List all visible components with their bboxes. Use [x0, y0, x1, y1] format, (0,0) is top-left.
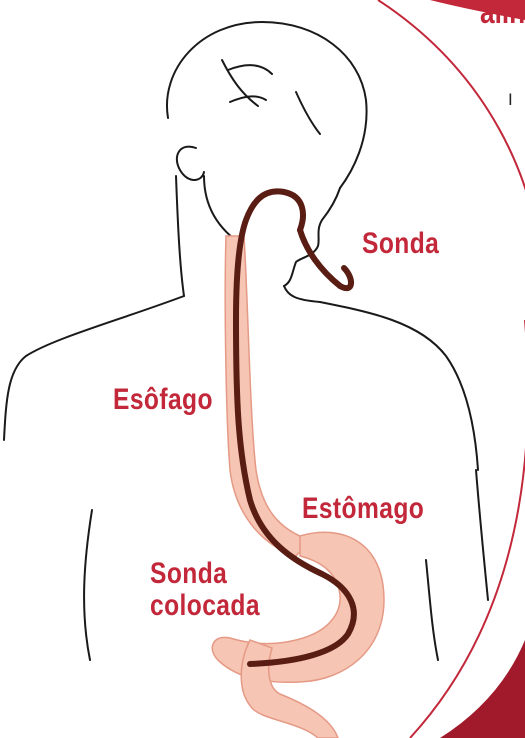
tube-outer-end [300, 230, 351, 288]
decorative-corner-band [378, 0, 525, 738]
right-shoulder [320, 302, 478, 470]
label-estomago: Estômago [302, 493, 424, 525]
label-sonda-colocada: Sonda colocada [150, 558, 260, 621]
ear-outline [177, 147, 204, 180]
label-sonda-colocada-line2: colocada [150, 590, 260, 622]
corner-band-arc [378, 0, 525, 250]
hair-stroke [296, 92, 320, 134]
torso-right [426, 560, 438, 660]
face-outline [284, 188, 340, 286]
header-title-fragment: alin [480, 0, 525, 31]
label-esofago: Esôfago [113, 384, 213, 416]
label-sonda: Sonda [362, 228, 439, 260]
label-sonda-colocada-line1: Sonda [150, 558, 260, 590]
left-shoulder [4, 296, 184, 440]
hair-stroke [228, 65, 272, 74]
neck-front [284, 286, 320, 302]
header-body-fragment: I [508, 90, 513, 110]
head-outline [167, 22, 367, 188]
neck-back [176, 176, 184, 296]
bottom-band-thick [440, 640, 525, 738]
torso-left [84, 510, 92, 660]
hair-stroke [230, 96, 266, 102]
arm-right-inner [476, 470, 488, 600]
